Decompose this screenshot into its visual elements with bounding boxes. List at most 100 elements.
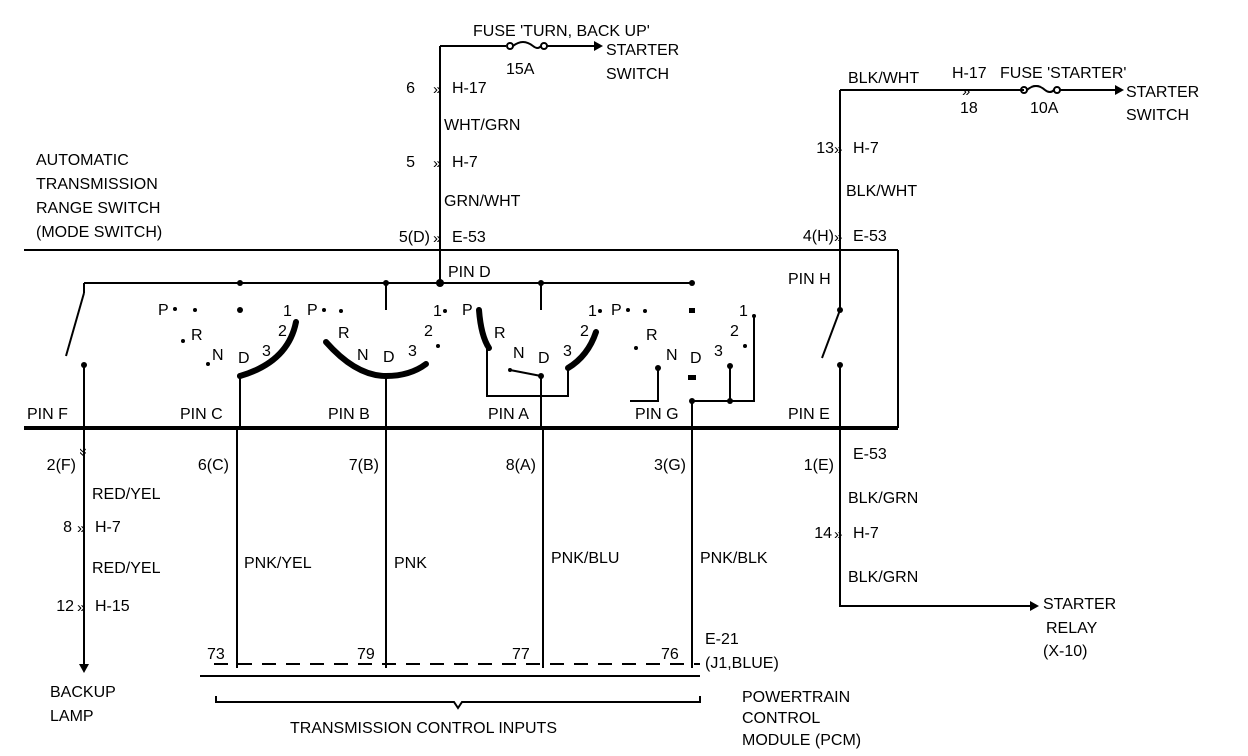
fuse-terminal-right	[1053, 86, 1061, 94]
connector-chevron-icon: »	[834, 526, 842, 543]
contact-dot	[322, 308, 326, 312]
fuse-turn-backup-rating: 15A	[506, 61, 535, 78]
pin-b-label: PIN B	[328, 406, 370, 423]
pos-d-b: D	[383, 349, 395, 366]
pin-e-lower: 1(E) E-53 BLK/GRN 14 » H-7 BLK/GRN START…	[804, 428, 1116, 660]
fuse-element-icon	[512, 41, 542, 49]
fuse-turn-backup-title: FUSE 'TURN, BACK UP'	[473, 23, 650, 40]
h15-pin12-connector: H-15	[95, 598, 130, 615]
wire-color-blk-grn-2: BLK/GRN	[848, 569, 918, 586]
contact-dot	[206, 362, 210, 366]
pin-labels: PIN F PIN C PIN B PIN A PIN G PIN E	[27, 406, 830, 423]
pin-g-mid-wire	[692, 366, 731, 402]
e53-pin-g-number: 3(G)	[654, 457, 686, 474]
pos-1-b: 1	[433, 303, 442, 320]
h15-pin12-number: 12	[56, 598, 74, 615]
contact-dot	[339, 309, 343, 313]
connector-chevron-icon: »	[77, 520, 85, 537]
connector-chevron-icon: »	[433, 155, 441, 172]
e53-pin-d-number: 5(D)	[399, 229, 430, 246]
fuse-starter-pin: 18	[960, 100, 978, 117]
pos-3-a: 3	[563, 343, 572, 360]
fuse-terminal-right	[540, 42, 548, 50]
pos-p-g: P	[611, 302, 622, 319]
h7-pin14-number: 14	[814, 525, 832, 542]
fuse-starter-element-icon	[1026, 85, 1055, 93]
h17-connector-name: H-17	[452, 80, 487, 97]
h7-pin8-connector: H-7	[95, 519, 121, 536]
pin-f-label: PIN F	[27, 406, 68, 423]
wire-color-pnk-yel: PNK/YEL	[244, 555, 312, 572]
contact-dot	[598, 309, 602, 313]
pcm-pin-77: 77	[512, 646, 530, 663]
contact-group-g: P 1 R N D 3 2	[611, 302, 756, 428]
connector-chevron-icon: »	[433, 81, 441, 98]
pos-2-g: 2	[730, 323, 739, 340]
junction-dot	[727, 398, 733, 404]
pos-1-c: 1	[283, 303, 292, 320]
pos-1-a: 1	[588, 303, 597, 320]
pos-3-c: 3	[262, 343, 271, 360]
contact-dot	[689, 308, 695, 313]
pos-n-g: N	[666, 347, 678, 364]
starter-switch-label-1-line2: SWITCH	[606, 66, 669, 83]
range-switch-line4: (MODE SWITCH)	[36, 224, 162, 241]
connector-chevron-icon: »	[433, 230, 441, 247]
fuse-starter-rating: 10A	[1030, 100, 1059, 117]
connector-chevron-icon: »	[77, 599, 85, 616]
arrow-right-icon	[1115, 85, 1124, 95]
inputs-bracket	[215, 696, 701, 710]
pin-h-switch: PIN H	[788, 271, 843, 428]
pos-2-c: 2	[278, 323, 287, 340]
pos-n-a: N	[513, 345, 525, 362]
arrow-down-icon	[79, 664, 89, 673]
junction-dot	[689, 280, 695, 286]
pcm-pin-76: 76	[661, 646, 679, 663]
h7-pin13-number: 13	[816, 140, 834, 157]
starter-relay-line3: (X-10)	[1043, 643, 1087, 660]
pin-d-label: PIN D	[448, 264, 491, 281]
wire-color-pnk: PNK	[394, 555, 427, 572]
h7-connector-name-top: H-7	[452, 154, 478, 171]
pos-1-g: 1	[739, 303, 748, 320]
pin-f-switch	[65, 292, 87, 428]
pos-2-a: 2	[580, 323, 589, 340]
range-switch-line1: AUTOMATIC	[36, 152, 129, 169]
wiper-arc-a-left	[476, 307, 492, 351]
connector-chevron-icon: »	[75, 448, 92, 456]
contact-dot	[643, 309, 647, 313]
e53-pin-b-number: 7(B)	[349, 457, 379, 474]
pin-h-switch-blade	[821, 309, 841, 359]
switch-contact-dot	[837, 307, 843, 313]
pin-c-label: PIN C	[180, 406, 223, 423]
contact-dot	[443, 309, 447, 313]
contact-group-a: P R N D 3 2 1	[462, 302, 602, 428]
wire-color-grn-wht: GRN/WHT	[444, 193, 521, 210]
pos-r-a: R	[494, 325, 506, 342]
range-switch-box	[24, 249, 899, 430]
h7-pin8-number: 8	[63, 519, 72, 536]
h7-pin13-connector: H-7	[853, 140, 879, 157]
contact-dot	[193, 308, 197, 312]
wiper-arc-a-right	[565, 329, 599, 371]
backup-lamp-line1: BACKUP	[50, 684, 116, 701]
pos-d-g: D	[690, 350, 702, 367]
fuse-starter-group: BLK/WHT H-17 FUSE 'STARTER' » 18 10A STA…	[803, 65, 1199, 310]
pin-e-label: PIN E	[788, 406, 830, 423]
junction-dot	[237, 280, 243, 286]
starter-switch-label-2-line1: STARTER	[1126, 84, 1199, 101]
pin-f-switch-blade	[65, 292, 85, 357]
contact-dot	[634, 346, 638, 350]
contact-dot	[688, 375, 696, 380]
fuse-turn-backup-group: FUSE 'TURN, BACK UP' 15A STARTER SWITCH	[440, 23, 679, 83]
pos-2-b: 2	[424, 323, 433, 340]
pcm-connector: 73 79 77 76 E-21 (J1,BLUE) TRANSMISSION …	[200, 631, 861, 749]
e53-pin-f-number: 2(F)	[47, 457, 76, 474]
contact-group-b: P 1 R N D 3 2	[307, 302, 447, 428]
pin-g-right-wire	[730, 316, 755, 402]
arrow-right-icon	[594, 41, 603, 51]
wire-color-red-yel-1: RED/YEL	[92, 486, 161, 503]
pos-d-c: D	[238, 350, 250, 367]
junction-dot	[436, 279, 444, 287]
